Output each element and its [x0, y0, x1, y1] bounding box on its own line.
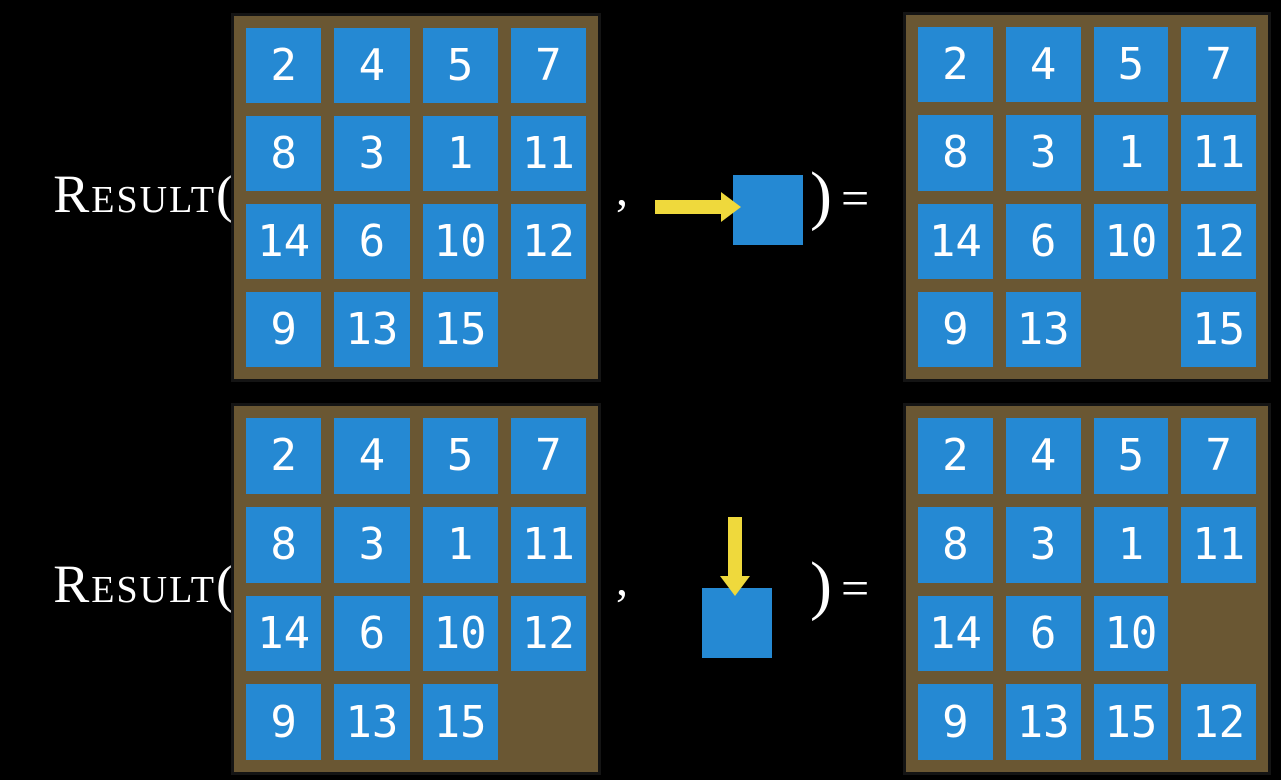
- puzzle-tile: 10: [1093, 203, 1169, 279]
- puzzle-tile: 3: [334, 116, 410, 191]
- puzzle-tile: 12: [510, 204, 586, 279]
- puzzle-tile: 3: [1005, 506, 1081, 583]
- puzzle-tile: 15: [422, 684, 498, 760]
- puzzle-tile: 2: [918, 27, 993, 103]
- puzzle-tile: 3: [334, 506, 410, 583]
- blank-cell: [511, 684, 586, 760]
- move-tile-square: [702, 588, 772, 658]
- puzzle-tile: 13: [1005, 291, 1081, 367]
- puzzle-tile: 2: [246, 28, 322, 103]
- puzzle-tile: 1: [422, 506, 498, 583]
- puzzle-tile: 14: [246, 595, 322, 672]
- puzzle-tile: 14: [918, 595, 993, 672]
- puzzle-tile: 14: [918, 203, 993, 279]
- puzzle-tile: 1: [422, 116, 498, 191]
- puzzle-tile: 4: [334, 418, 410, 494]
- puzzle-tile: 15: [422, 292, 498, 367]
- puzzle-tile: 9: [918, 291, 993, 367]
- puzzle-tile: 8: [246, 116, 322, 191]
- puzzle-tile: 12: [510, 595, 586, 672]
- puzzle-tile: 13: [334, 292, 410, 367]
- puzzle-tile: 6: [1005, 595, 1081, 672]
- arrow-right-icon: [655, 192, 741, 222]
- puzzle-tile: 2: [918, 418, 993, 494]
- puzzle-tile: 9: [918, 684, 993, 760]
- blank-cell: [1094, 292, 1169, 367]
- puzzle-tile: 15: [1093, 684, 1169, 760]
- equals-sign: =: [841, 170, 870, 226]
- puzzle-tile: 7: [1181, 418, 1256, 494]
- puzzle-tile: 4: [1005, 418, 1081, 494]
- puzzle-tile: 11: [1181, 506, 1256, 583]
- puzzle-tile: 7: [510, 28, 586, 103]
- equals-sign: =: [841, 560, 870, 616]
- close-paren: ): [810, 159, 832, 232]
- puzzle-tile: 11: [1181, 115, 1256, 191]
- puzzle-tile: 5: [1093, 27, 1169, 103]
- puzzle-tile: 4: [334, 28, 410, 103]
- puzzle-tile: 1: [1093, 115, 1169, 191]
- puzzle-tile: 10: [422, 204, 498, 279]
- puzzle-tile: 2: [246, 418, 322, 494]
- puzzle-tile: 11: [510, 506, 586, 583]
- puzzle-tile: 14: [246, 204, 322, 279]
- puzzle-tile: 5: [1093, 418, 1169, 494]
- arrow-down-icon: [720, 517, 750, 596]
- puzzle-tile: 6: [334, 204, 410, 279]
- puzzle-tile: 13: [1005, 684, 1081, 760]
- puzzle-tile: 8: [918, 506, 993, 583]
- puzzle-tile: 8: [918, 115, 993, 191]
- blank-cell: [1181, 596, 1256, 672]
- move-tile-square: [733, 175, 803, 245]
- puzzle-tile: 7: [1181, 27, 1256, 103]
- puzzle-tile: 10: [422, 595, 498, 672]
- puzzle-tile: 6: [1005, 203, 1081, 279]
- puzzle-tile: 10: [1093, 595, 1169, 672]
- blank-cell: [511, 292, 586, 367]
- comma-separator: ,: [616, 163, 628, 216]
- puzzle-tile: 15: [1181, 291, 1256, 367]
- comma-separator: ,: [616, 553, 628, 606]
- puzzle-tile: 3: [1005, 115, 1081, 191]
- close-paren: ): [810, 549, 832, 622]
- puzzle-tile: 8: [246, 506, 322, 583]
- puzzle-tile: 5: [422, 418, 498, 494]
- puzzle-tile: 9: [246, 684, 322, 760]
- puzzle-tile: 12: [1181, 203, 1256, 279]
- puzzle-tile: 5: [422, 28, 498, 103]
- puzzle-tile: 1: [1093, 506, 1169, 583]
- puzzle-tile: 9: [246, 292, 322, 367]
- puzzle-tile: 13: [334, 684, 410, 760]
- result-function-label: Result(: [53, 554, 236, 614]
- result-function-label: Result(: [53, 164, 236, 224]
- puzzle-tile: 12: [1181, 684, 1256, 760]
- puzzle-tile: 11: [510, 116, 586, 191]
- puzzle-tile: 6: [334, 595, 410, 672]
- puzzle-tile: 4: [1005, 27, 1081, 103]
- puzzle-tile: 7: [510, 418, 586, 494]
